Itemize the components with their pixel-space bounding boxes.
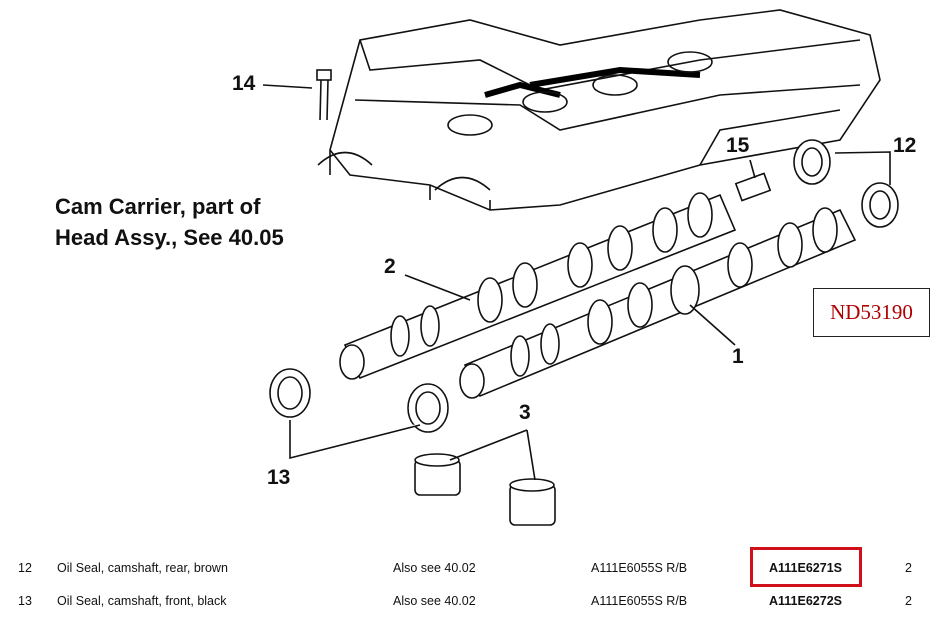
callout-14: 14 [232, 72, 256, 95]
part-number: A111E6272S [769, 594, 842, 608]
bolt-14 [262, 69, 332, 121]
camshaft-2 [339, 192, 737, 380]
callout-1: 1 [732, 345, 744, 368]
item-number: 12 [18, 561, 32, 575]
plug-15 [734, 159, 772, 202]
old-part-number: A111E6055S R/B [591, 594, 688, 608]
oil-seals [269, 139, 899, 460]
callout-15: 15 [726, 134, 750, 157]
tappets-3 [414, 429, 556, 526]
part-number: A111E6271S [769, 561, 842, 575]
reference-number: ND53190 [813, 288, 930, 337]
quantity: 2 [905, 594, 912, 608]
old-part-number: A111E6055S R/B [591, 561, 688, 575]
part-description: Oil Seal, camshaft, front, black [57, 594, 227, 608]
callout-13: 13 [267, 466, 291, 489]
callout-3: 3 [519, 401, 531, 424]
see-also: Also see 40.02 [393, 561, 476, 575]
cam-carrier-drawing [317, 9, 881, 211]
callout-2: 2 [384, 255, 396, 278]
part-description: Oil Seal, camshaft, rear, brown [57, 561, 228, 575]
see-also: Also see 40.02 [393, 594, 476, 608]
caption-line2: Head Assy., See 40.05 [55, 225, 284, 250]
callout-12: 12 [893, 134, 917, 157]
quantity: 2 [905, 561, 912, 575]
item-number: 13 [18, 594, 32, 608]
camshaft-1 [459, 207, 857, 399]
highlight-box [750, 547, 862, 587]
caption-line1: Cam Carrier, part of [55, 194, 261, 219]
